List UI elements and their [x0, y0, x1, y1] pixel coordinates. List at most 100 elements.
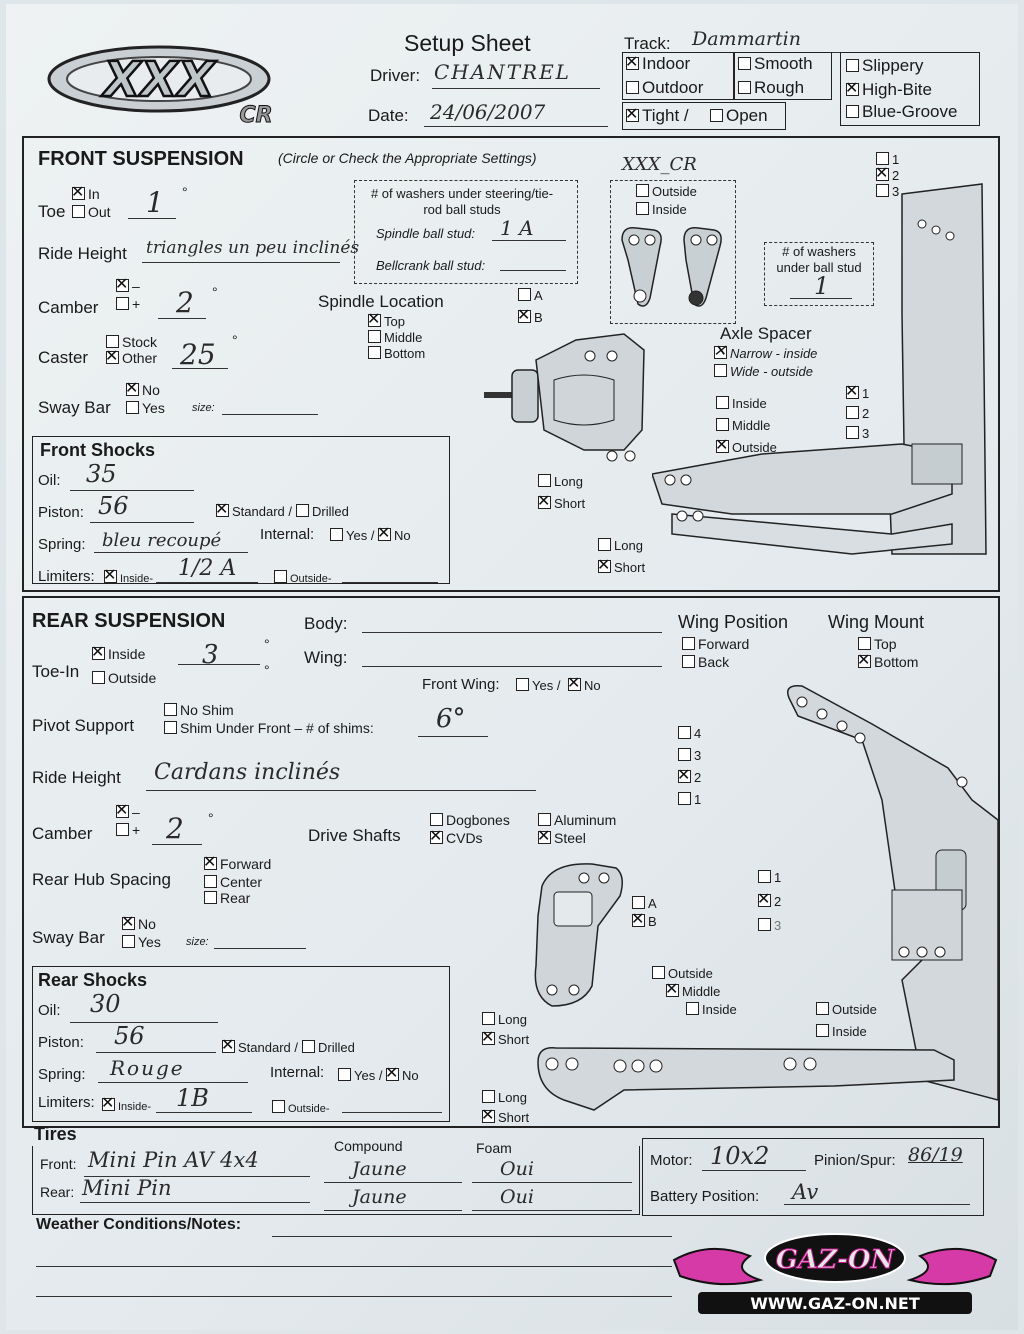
front-sway-yes-option[interactable]: Yes — [126, 400, 165, 416]
camber-minus-option[interactable]: – — [115, 274, 140, 294]
track-value[interactable]: Dammartin — [692, 28, 801, 50]
caster-other-option[interactable]: Other — [105, 346, 157, 366]
rear-tower-1[interactable]: 1 — [678, 792, 701, 807]
front-sway-no-option[interactable]: No — [125, 378, 160, 398]
front-steer-long-option[interactable]: Long — [538, 474, 583, 489]
rear-standard-option[interactable]: Standard / — [221, 1035, 298, 1055]
front-drilled-option[interactable]: Drilled — [296, 504, 349, 519]
spindle-bottom-option[interactable]: Bottom — [368, 346, 425, 361]
tower-hole-2[interactable]: 2 — [875, 163, 899, 183]
caster-value[interactable]: 25 — [180, 338, 216, 371]
rear-shock-outside-option[interactable]: Outside — [652, 966, 713, 981]
wing-mount-bottom-option[interactable]: Bottom — [857, 650, 918, 670]
rear-arm-inside-option[interactable]: Inside — [816, 1024, 867, 1039]
pivot-no-shim-option[interactable]: No Shim — [164, 702, 234, 718]
hub-rear-option[interactable]: Rear — [204, 890, 250, 906]
bellcrank-outside-option[interactable]: Outside — [636, 184, 697, 199]
rear-camber-minus-option[interactable]: – — [115, 800, 140, 820]
front-internal-yes-option[interactable]: Yes / — [330, 528, 374, 543]
rear-steer-long-option[interactable]: Long — [482, 1012, 527, 1027]
rear-hub-b-option[interactable]: B — [631, 909, 657, 929]
rear-limiters-outside-option[interactable]: Outside- — [272, 1100, 330, 1115]
camber-value[interactable]: 2 — [176, 286, 194, 319]
rear-limiters-inside-option[interactable]: Inside- — [101, 1093, 151, 1113]
weather-line-2[interactable] — [36, 1266, 672, 1267]
rear-spring-value[interactable]: Rouge — [110, 1056, 185, 1080]
high-bite-option[interactable]: High-Bite — [845, 78, 932, 100]
ride-height-value[interactable]: triangles un peu inclinés — [146, 238, 360, 258]
outdoor-option[interactable]: Outdoor — [626, 78, 703, 98]
rear-tower-3[interactable]: 3 — [678, 748, 701, 763]
spindle-middle-option[interactable]: Middle — [368, 330, 422, 345]
rear-steer-short-option[interactable]: Short — [481, 1027, 529, 1047]
ball-stud-washers-value[interactable]: 1 — [814, 272, 830, 300]
toe-out-option[interactable]: Out — [72, 204, 111, 220]
rear-oil-value[interactable]: 30 — [90, 990, 121, 1018]
spindle-top-option[interactable]: Top — [367, 309, 405, 329]
rear-link-3[interactable]: 3 — [758, 918, 781, 933]
front-foam-value[interactable]: Oui — [500, 1158, 534, 1180]
driver-value[interactable]: CHANTREL — [434, 60, 571, 84]
drive-steel-option[interactable]: Steel — [537, 826, 586, 846]
rear-toe-outside-option[interactable]: Outside — [92, 670, 156, 686]
front-spring-value[interactable]: bleu recoupé — [102, 530, 222, 551]
front-internal-no-option[interactable]: No — [377, 523, 411, 543]
indoor-option[interactable]: Indoor — [625, 52, 690, 74]
spindle-b-option[interactable]: B — [517, 305, 543, 325]
rear-tower-2[interactable]: 2 — [677, 765, 701, 785]
tight-option[interactable]: Tight / — [625, 104, 689, 126]
rear-sway-yes-option[interactable]: Yes — [122, 934, 161, 950]
rear-shock-inside-option[interactable]: Inside — [686, 1002, 737, 1017]
open-option[interactable]: Open — [710, 106, 768, 126]
front-limiters-value[interactable]: 1/2 A — [178, 556, 237, 581]
front-tower-2[interactable]: 2 — [846, 406, 869, 421]
rear-arm-outside-option[interactable]: Outside — [816, 1002, 877, 1017]
front-oil-value[interactable]: 35 — [86, 460, 117, 488]
toe-in-option[interactable]: In — [71, 182, 100, 202]
rear-internal-no-option[interactable]: No — [385, 1063, 419, 1083]
drive-dogbones-option[interactable]: Dogbones — [430, 812, 510, 828]
front-arm-middle-option[interactable]: Middle — [716, 418, 770, 433]
rear-arm-short-option[interactable]: Short — [481, 1105, 529, 1125]
smooth-option[interactable]: Smooth — [738, 54, 813, 74]
rear-sway-no-option[interactable]: No — [121, 912, 156, 932]
rear-toe-inside-option[interactable]: Inside — [91, 642, 145, 662]
rear-arm-long-option[interactable]: Long — [482, 1090, 527, 1105]
front-tower-1[interactable]: 1 — [845, 381, 869, 401]
front-standard-option[interactable]: Standard / — [215, 499, 292, 519]
front-limiters-outside-option[interactable]: Outside- — [274, 570, 332, 585]
rear-tower-4[interactable]: 4 — [678, 726, 701, 741]
battery-value[interactable]: Av — [792, 1180, 819, 1204]
weather-line-3[interactable] — [36, 1296, 672, 1297]
camber-plus-option[interactable]: + — [116, 296, 140, 312]
rear-toe-value[interactable]: 3 — [202, 640, 219, 670]
rear-link-2[interactable]: 2 — [757, 889, 781, 909]
rear-ride-height-value[interactable]: Cardans inclinés — [154, 760, 341, 785]
pinion-value[interactable]: 86/19 — [908, 1144, 963, 1166]
rear-compound-value[interactable]: Jaune — [352, 1186, 407, 1208]
front-wing-yes-option[interactable]: Yes / — [516, 678, 560, 693]
front-piston-value[interactable]: 56 — [98, 492, 129, 520]
blue-groove-option[interactable]: Blue-Groove — [846, 102, 957, 122]
date-value[interactable]: 24/06/2007 — [430, 100, 546, 124]
rear-piston-value[interactable]: 56 — [114, 1022, 145, 1050]
hub-center-option[interactable]: Center — [204, 874, 262, 890]
bellcrank-inside-option[interactable]: Inside — [636, 202, 687, 217]
axle-wide-option[interactable]: Wide - outside — [714, 364, 813, 379]
rear-camber-plus-option[interactable]: + — [116, 822, 140, 838]
pivot-shim-front-option[interactable]: Shim Under Front – # of shims: — [164, 720, 374, 736]
weather-line-1[interactable] — [272, 1236, 672, 1237]
rear-limiters-value[interactable]: 1B — [176, 1084, 209, 1112]
wing-forward-option[interactable]: Forward — [682, 636, 749, 652]
front-limiters-inside-option[interactable]: Inside- — [103, 565, 153, 585]
front-arm-short-option[interactable]: Short — [597, 555, 645, 575]
rear-camber-value[interactable]: 2 — [166, 812, 184, 845]
rear-tire-value[interactable]: Mini Pin — [82, 1176, 172, 1200]
motor-value[interactable]: 10x2 — [710, 1142, 770, 1170]
rear-drilled-option[interactable]: Drilled — [302, 1040, 355, 1055]
rough-option[interactable]: Rough — [738, 78, 804, 98]
front-arm-long-option[interactable]: Long — [598, 538, 643, 553]
tower-hole-3[interactable]: 3 — [876, 184, 899, 199]
front-arm-outside-option[interactable]: Outside — [715, 435, 777, 455]
front-wing-no-option[interactable]: No — [567, 673, 601, 693]
